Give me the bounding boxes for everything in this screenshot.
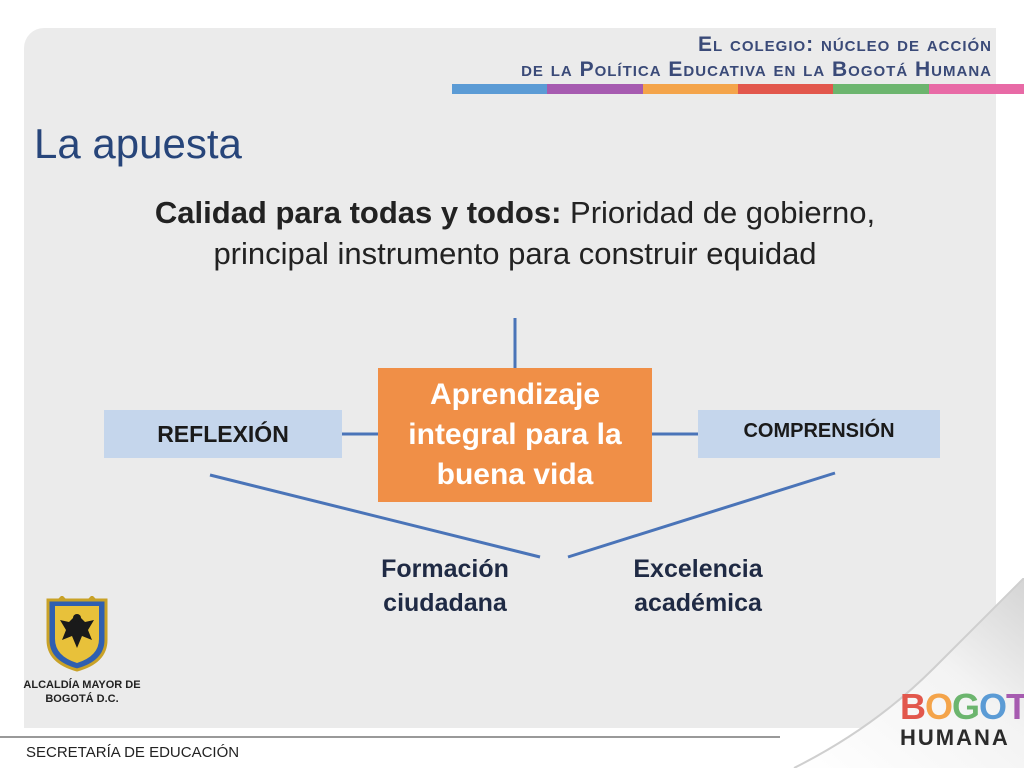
page-curl-decoration — [793, 578, 1024, 768]
slide-title: La apuesta — [34, 120, 242, 167]
subtitle-bold: Calidad para todas y todos: — [154, 195, 562, 230]
stripe-segment — [737, 84, 834, 94]
box-comprension: COMPRENSIÓN — [698, 410, 940, 458]
logo-line-2: HUMANA — [900, 725, 1010, 750]
color-stripe — [452, 84, 1024, 94]
bogota-humana-logo: BOGOTÁ HUMANA — [900, 686, 1024, 750]
logo-letter: B — [900, 686, 926, 727]
stripe-segment — [642, 84, 738, 94]
secretaria-label: SECRETARÍA DE EDUCACIÓN — [26, 744, 240, 761]
logo-letter: T — [1006, 686, 1024, 727]
footer-divider — [0, 736, 780, 738]
label-formacion: Formación ciudadana — [381, 555, 509, 617]
logo-letter: G — [952, 686, 980, 727]
slide-subtitle: Calidad para todas y todos: Prioridad de… — [150, 192, 880, 274]
box-aprendizaje: Aprendizaje integral para la buena vida — [378, 368, 652, 502]
slide-header: El colegio: núcleo de acción de la Polít… — [521, 32, 992, 82]
label-excelencia: Excelencia académica — [633, 555, 763, 617]
coat-of-arms-icon — [46, 596, 108, 672]
header-line-1: El colegio: núcleo de acción — [697, 33, 992, 56]
logo-letters: BOGOTÁ — [900, 686, 1024, 727]
connector-v-right — [567, 471, 836, 559]
box-reflexion: REFLEXIÓN — [104, 410, 342, 458]
stripe-segment — [928, 84, 1024, 94]
logo-letter: O — [925, 686, 953, 727]
alcaldia-label: ALCALDÍA MAYOR DE BOGOTÁ D.C. — [23, 679, 141, 705]
stripe-segment — [547, 84, 643, 94]
logo-letter: O — [979, 686, 1007, 727]
header-line-2: de la Política Educativa en la Bogotá Hu… — [521, 58, 992, 81]
subtitle-rest: Prioridad de gobierno, principal instrum… — [213, 195, 876, 271]
connector-v-left — [209, 473, 541, 559]
stripe-segment — [833, 84, 929, 94]
stripe-segment — [452, 84, 548, 94]
